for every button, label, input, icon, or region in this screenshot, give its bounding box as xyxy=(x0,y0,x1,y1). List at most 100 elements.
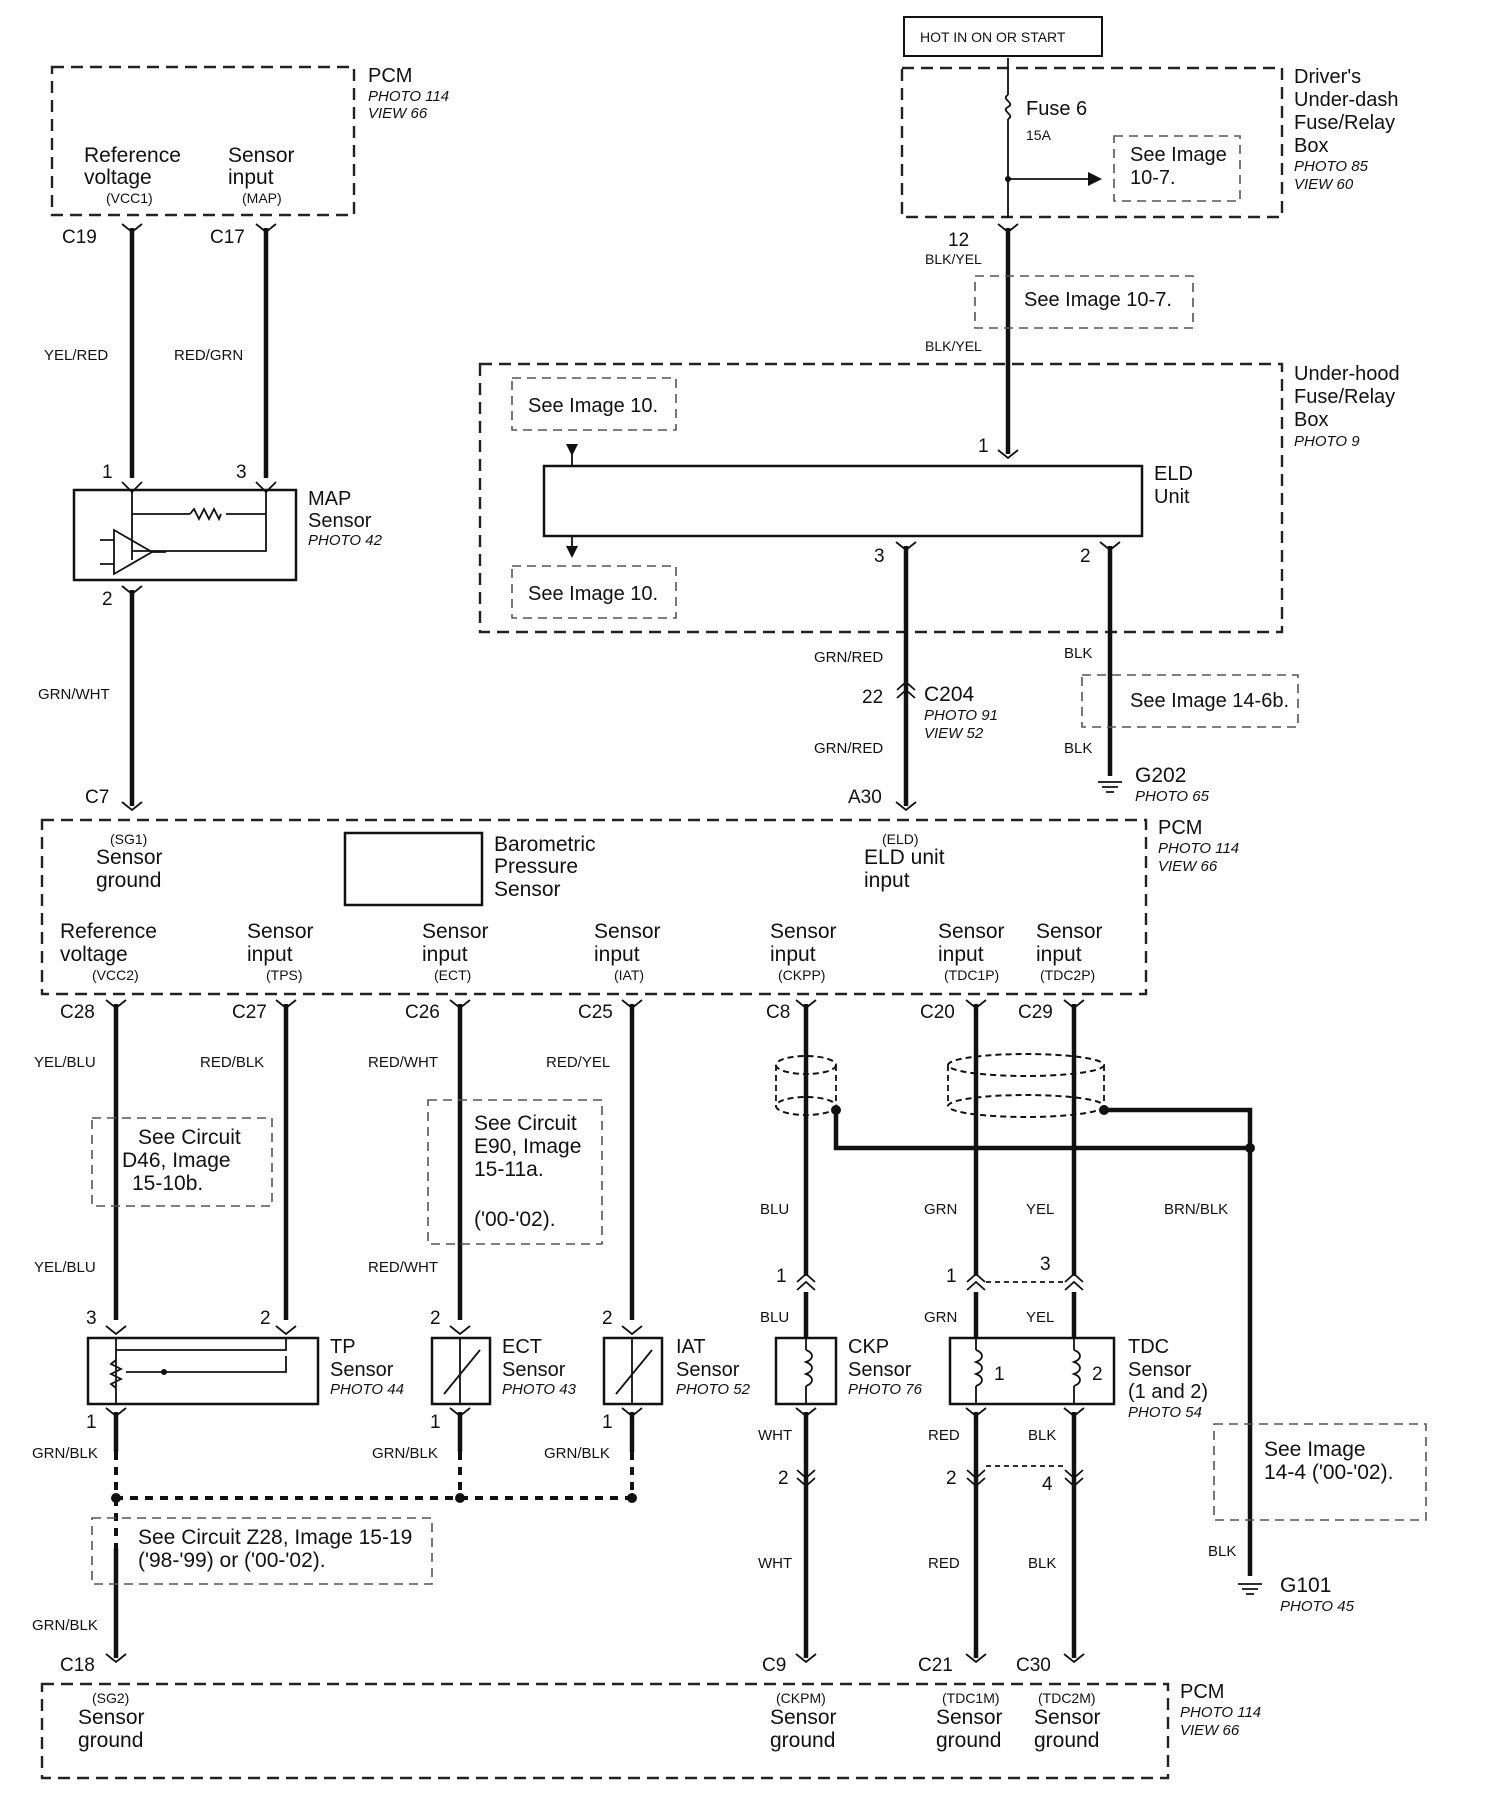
ect-pin-2: 2 xyxy=(430,1308,441,1329)
pcm-mid-iat-l1: Sensor xyxy=(594,920,661,943)
see-107-box-a xyxy=(1113,135,1241,202)
iat-l1: IAT xyxy=(676,1336,706,1358)
wire-yelblu-1: YEL/BLU xyxy=(34,1054,96,1071)
pcm-mid-box xyxy=(40,818,1148,996)
pcm-top-sen-code: (MAP) xyxy=(242,190,282,206)
underhood-see-top: See Image 10. xyxy=(528,395,658,417)
conn-c20: C20 xyxy=(920,1002,955,1023)
wire-grnwht: GRN/WHT xyxy=(38,686,110,703)
pcm-bot-tdc1m-l2: ground xyxy=(936,1729,1001,1752)
splice-dot-ect xyxy=(455,1493,465,1503)
wire-blkyel-1: BLK/YEL xyxy=(925,251,982,267)
tdc-shield-sides xyxy=(947,1065,1105,1106)
tp-pin-2: 2 xyxy=(260,1308,271,1329)
pcm-mid-ect-l1: Sensor xyxy=(422,920,489,943)
see-d46-l1: See Circuit xyxy=(138,1126,241,1149)
tp-wiper-dot xyxy=(161,1369,167,1375)
see-z28-box xyxy=(91,1517,433,1585)
g202-name: G202 xyxy=(1135,764,1186,787)
map-internal-lines xyxy=(131,492,267,560)
see-e90-l4: ('00-'02). xyxy=(474,1208,556,1231)
iat-photo: PHOTO 52 xyxy=(676,1381,751,1398)
pcm-bot-sg2: (SG2) xyxy=(92,1690,129,1706)
tdc-sensor-box xyxy=(948,1336,1116,1406)
iat-l2: Sensor xyxy=(676,1359,740,1381)
fuse-box-l4: Box xyxy=(1294,135,1328,157)
conn-c25: C25 xyxy=(578,1002,613,1023)
underhood-photo: PHOTO 9 xyxy=(1294,433,1360,450)
tdc-l2: Sensor xyxy=(1128,1359,1192,1381)
pcm-mid-view: VIEW 66 xyxy=(1158,858,1218,875)
wire-blu-1: BLU xyxy=(760,1201,789,1218)
pcm-mid-tdc2p-l2: input xyxy=(1036,943,1082,966)
wire-grnblk-1: GRN/BLK xyxy=(32,1445,98,1462)
pcm-bot-box xyxy=(40,1682,1170,1780)
pcm-top-title: PCM xyxy=(368,65,412,87)
ckp-photo: PHOTO 76 xyxy=(848,1381,923,1398)
ckp-l2: Sensor xyxy=(848,1359,912,1381)
splice-dot-iat xyxy=(627,1493,637,1503)
c204-pin: 22 xyxy=(862,687,883,708)
ect-l2: Sensor xyxy=(502,1359,566,1381)
pcm-top-ref-code: (VCC1) xyxy=(106,190,153,206)
baro-l3: Sensor xyxy=(494,878,561,901)
pcm-bot-view: VIEW 66 xyxy=(1180,1722,1240,1739)
ckp-pin-2: 2 xyxy=(778,1468,789,1489)
tdc-coil-1: 1 xyxy=(994,1364,1005,1385)
pcm-mid-tdc2p-l1: Sensor xyxy=(1036,920,1103,943)
conn-c30: C30 xyxy=(1016,1655,1051,1676)
tdc-l1: TDC xyxy=(1128,1336,1169,1358)
g101-ground-icon xyxy=(1238,1583,1262,1595)
tp-pin-1: 1 xyxy=(86,1412,97,1433)
sensor-top-connectors xyxy=(796,1272,1084,1291)
map-wires xyxy=(129,228,269,478)
wire-red-1: RED xyxy=(928,1427,960,1444)
wire-blk-1: BLK xyxy=(1064,645,1092,662)
lower-connector-marks xyxy=(796,1469,1084,1488)
pcm-mid-tps-l2: input xyxy=(247,943,293,966)
pcm-mid-sg1-code: (SG1) xyxy=(110,831,147,847)
pcm-mid-ckpp-l1: Sensor xyxy=(770,920,837,943)
hot-label-box xyxy=(903,16,1103,57)
see-e90-l3: 15-11a. xyxy=(474,1158,544,1181)
pcm-top-photo: PHOTO 114 xyxy=(368,88,449,105)
conn-c9: C9 xyxy=(762,1655,786,1676)
wire-grnblk-2: GRN/BLK xyxy=(372,1445,438,1462)
wire-brnblk: BRN/BLK xyxy=(1164,1201,1228,1218)
see-107: See Image 10-7. xyxy=(1024,289,1172,311)
hot-label: HOT IN ON OR START xyxy=(920,29,1066,45)
sensor-ground-splice xyxy=(114,1452,634,1500)
pcm-mid-sg1-l1: Sensor xyxy=(96,846,163,869)
tdc-pin-4: 4 xyxy=(1042,1474,1053,1495)
tdc-shield-bot-icon xyxy=(947,1094,1105,1118)
conn-c7: C7 xyxy=(85,787,109,808)
g101-name: G101 xyxy=(1280,1574,1331,1597)
see-e90-l1: See Circuit xyxy=(474,1112,577,1135)
pcm-bot-tdc1m-l1: Sensor xyxy=(936,1706,1003,1729)
eld-unit-box xyxy=(542,464,1144,538)
underhood-l2: Fuse/Relay xyxy=(1294,386,1395,408)
underhood-see-bot: See Image 10. xyxy=(528,583,658,605)
see-e90-box xyxy=(427,1099,603,1245)
tp-pin-3: 3 xyxy=(86,1308,97,1329)
pcm-top-sen-l2: input xyxy=(228,166,274,189)
see-d46-box xyxy=(91,1117,273,1207)
conn-c29: C29 xyxy=(1018,1002,1053,1023)
grnred-marks xyxy=(895,541,917,812)
pcm-mid-tdc1p-l1: Sensor xyxy=(938,920,1005,943)
brnblk-drain-wire xyxy=(833,1107,1253,1576)
iat-sensor-box xyxy=(602,1336,664,1406)
tp-l2: Sensor xyxy=(330,1359,394,1381)
wire-yelblu-2: YEL/BLU xyxy=(34,1259,96,1276)
conn-c17: C17 xyxy=(210,227,245,248)
bottom-connector-marks xyxy=(105,1653,1085,1664)
lower-sensor-marks xyxy=(795,1407,1085,1418)
conn-c28: C28 xyxy=(60,1002,95,1023)
tdc-pin-1: 1 xyxy=(946,1266,957,1287)
pcm-mid-iat-l2: input xyxy=(594,943,640,966)
conn-c21: C21 xyxy=(918,1655,953,1676)
underhood-l3: Box xyxy=(1294,409,1328,431)
tp-top-marks xyxy=(105,1325,297,1336)
tdc-pin-2: 2 xyxy=(946,1468,957,1489)
baro-l2: Pressure xyxy=(494,855,578,878)
